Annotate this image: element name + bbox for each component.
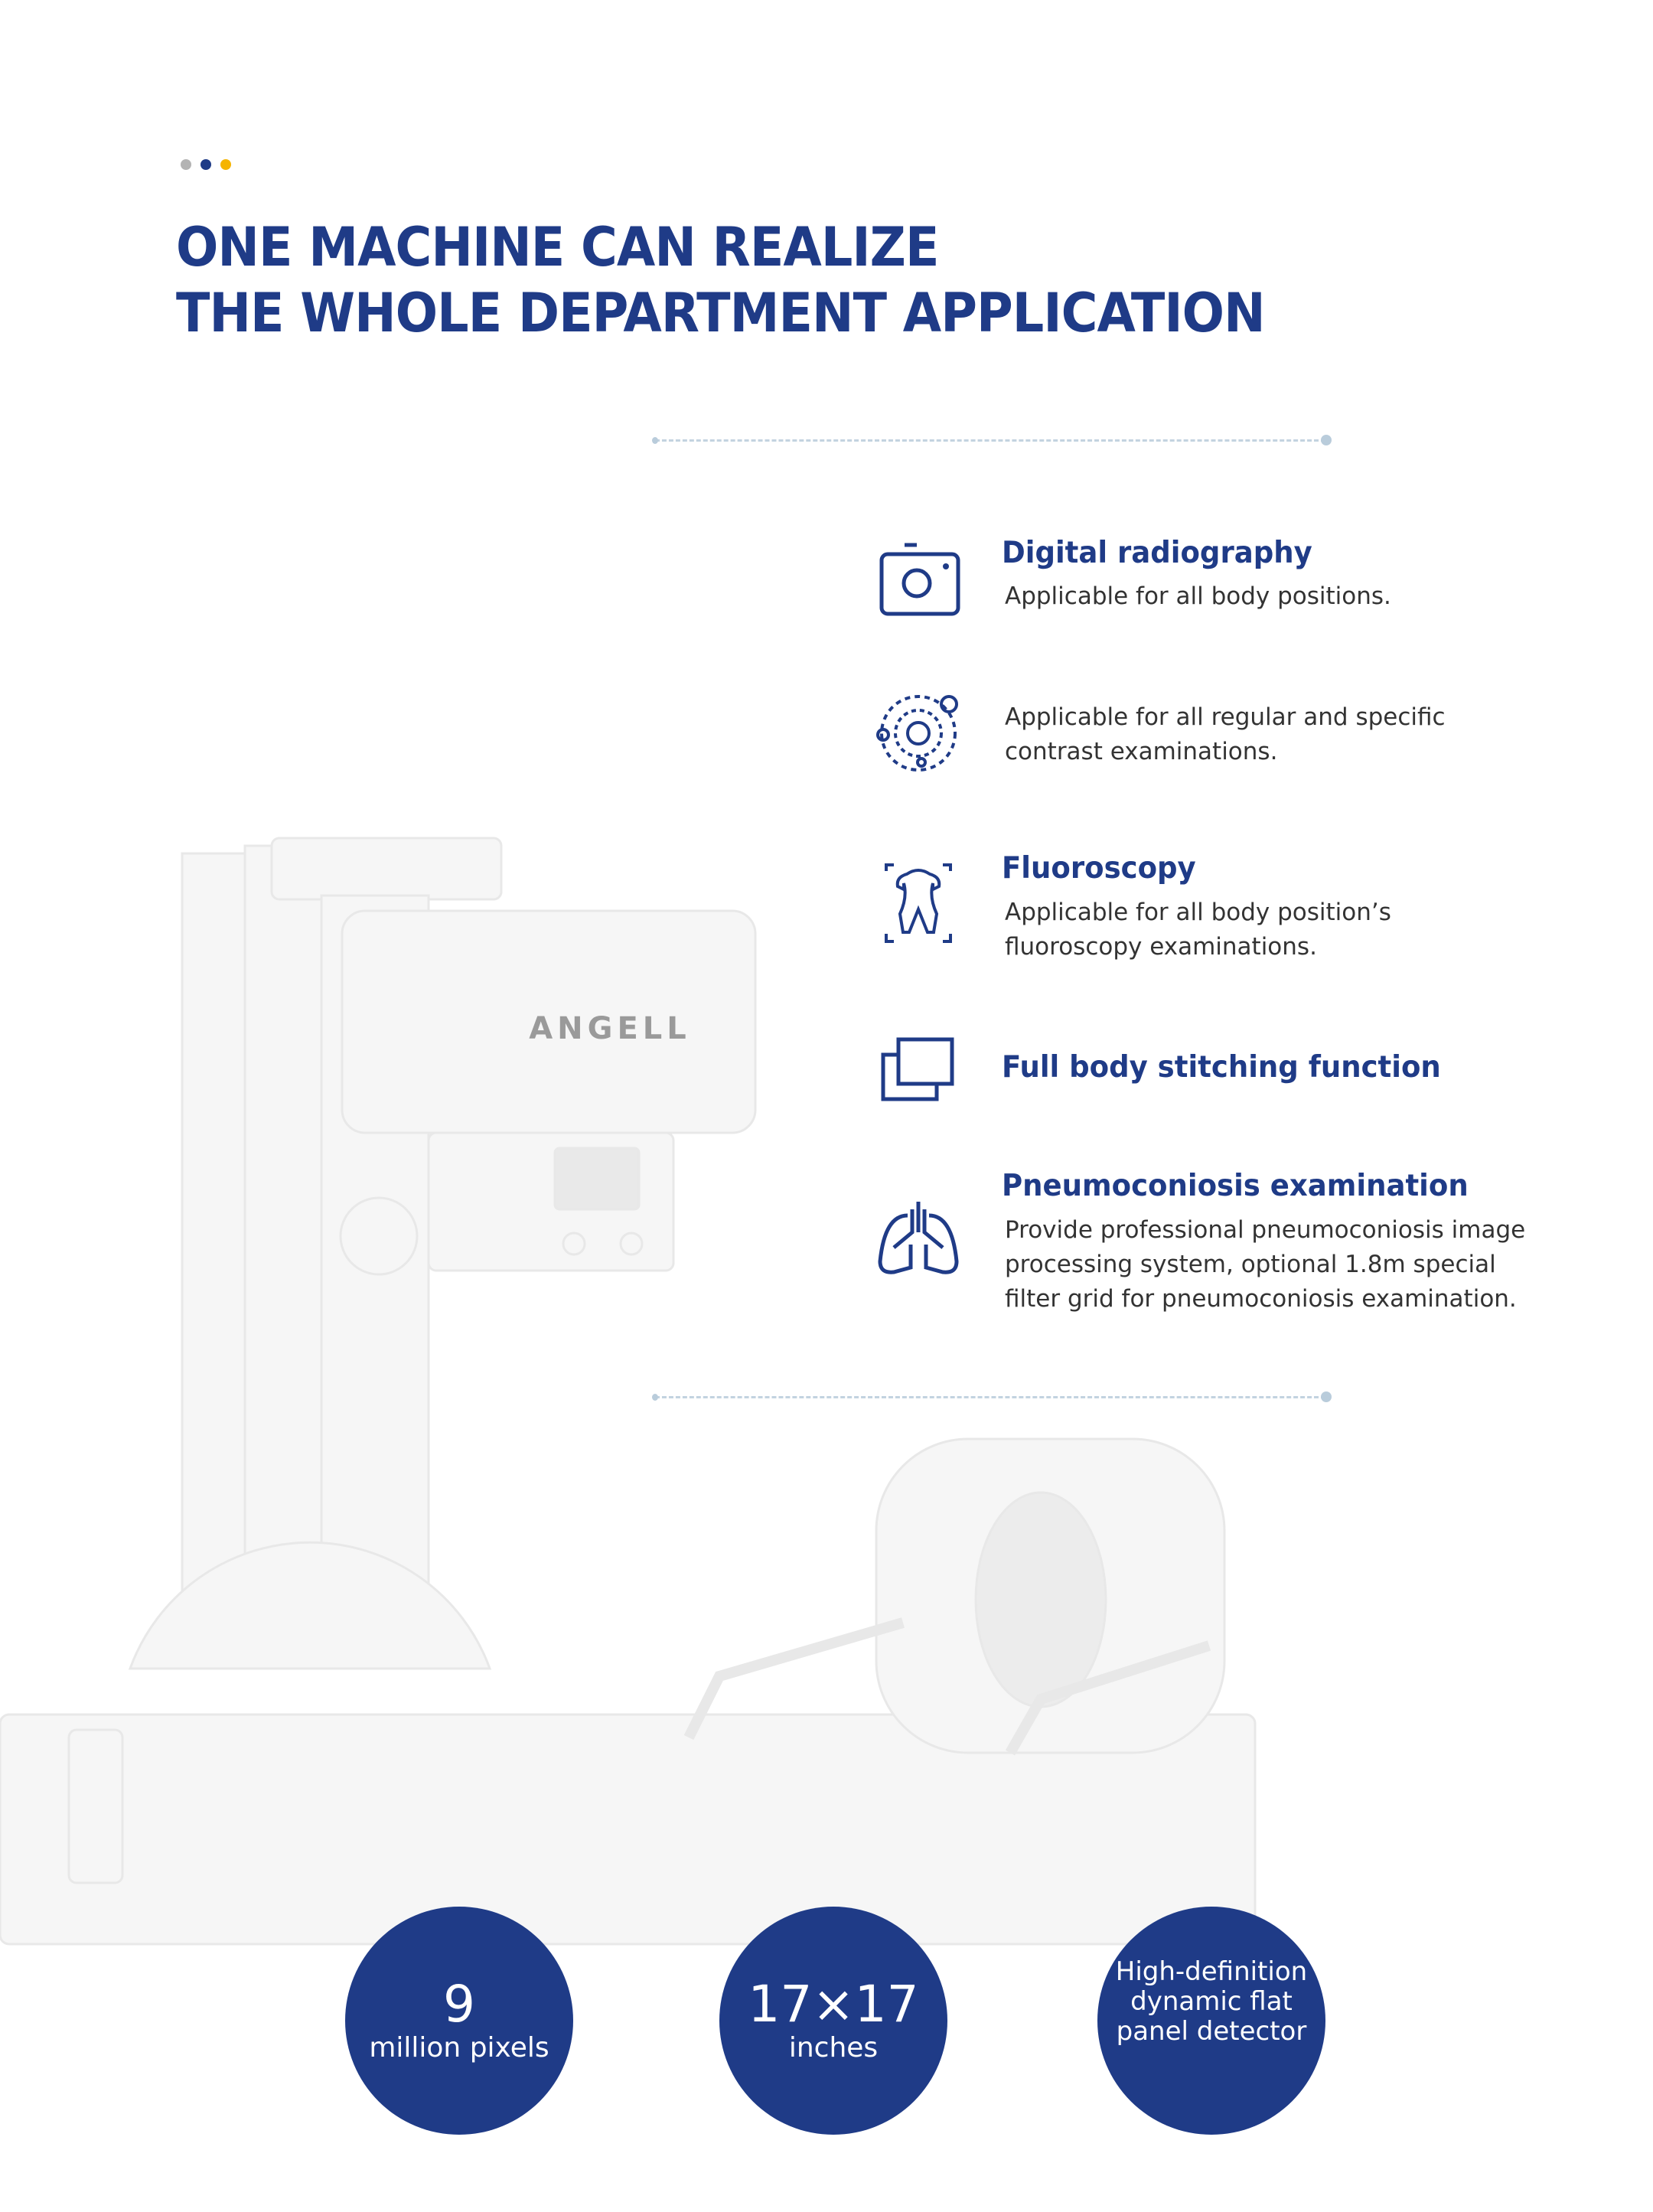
decor-dot-blue [201,159,211,170]
divider-top [652,435,1332,445]
feature-desc: Applicable for all body positions. [1005,582,1391,610]
xray-machine-image: ANGELL [0,837,1257,1946]
stacked-frames-icon [881,1037,954,1101]
decor-dot-yellow [220,159,231,170]
feature-desc: fluoroscopy examinations. [1005,933,1317,961]
feature-desc: Applicable for all body position’s [1005,899,1391,926]
divider-bottom [652,1391,1332,1402]
feature-desc: Provide professional pneumoconiosis imag… [1005,1216,1526,1244]
lungs-icon [878,1202,959,1274]
spec-line: High-definition [1115,1956,1308,1987]
spec-line: dynamic flat [1130,1985,1293,2017]
brand-logo: ANGELL [529,1011,691,1046]
feature-desc: processing system, optional 1.8m special [1005,1251,1496,1278]
spec-badge-detector: High-definition dynamic flat panel detec… [1097,1907,1325,2135]
spec-label: inches [788,2032,879,2064]
feature-desc: contrast examinations. [1005,738,1278,765]
title-line-1: ONE MACHINE CAN REALIZE [176,216,939,279]
spec-value: 17×17 [748,1975,919,2034]
feature-title-fluoroscopy: Fluoroscopy [1002,851,1196,886]
spec-label: million pixels [369,2032,549,2064]
feature-title-digital-radiography: Digital radiography [1002,536,1312,570]
spec-value: 9 [443,1975,475,2034]
camera-icon [879,543,960,616]
feature-desc: Applicable for all regular and specific [1005,703,1446,731]
spec-line: panel detector [1116,2015,1307,2047]
spec-badge-size: 17×17 inches [719,1907,947,2135]
page-title: ONE MACHINE CAN REALIZE THE WHOLE DEPART… [176,214,1266,346]
feature-title-full-body-stitching: Full body stitching function [1002,1050,1441,1085]
spec-badge-pixels: 9 million pixels [345,1907,573,2135]
contrast-orbit-icon [876,695,958,772]
body-scan-icon [885,863,952,943]
title-line-2: THE WHOLE DEPARTMENT APPLICATION [176,282,1266,344]
decor-dot-gray [181,159,191,170]
feature-title-pneumoconiosis: Pneumoconiosis examination [1002,1169,1469,1203]
feature-desc: filter grid for pneumoconiosis examinati… [1005,1285,1517,1313]
